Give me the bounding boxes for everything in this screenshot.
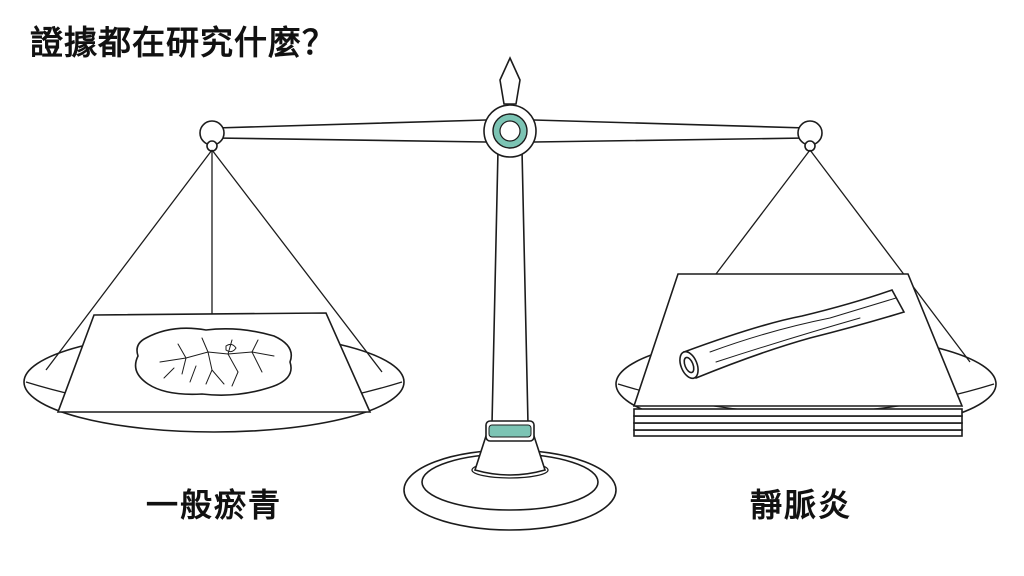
scale-column — [485, 149, 535, 442]
right-pan-label: 靜脈炎 — [750, 486, 853, 524]
vein-icon — [679, 289, 906, 380]
left-pan — [23, 149, 405, 433]
right-pan — [615, 149, 997, 437]
scale-base — [403, 435, 617, 531]
page-title: 證據都在研究什麼？ — [30, 23, 336, 62]
pivot-hub — [483, 104, 537, 158]
bruise-icon — [134, 327, 293, 396]
scale-finial — [499, 56, 521, 105]
left-pan-label: 一般瘀青 — [146, 486, 283, 524]
